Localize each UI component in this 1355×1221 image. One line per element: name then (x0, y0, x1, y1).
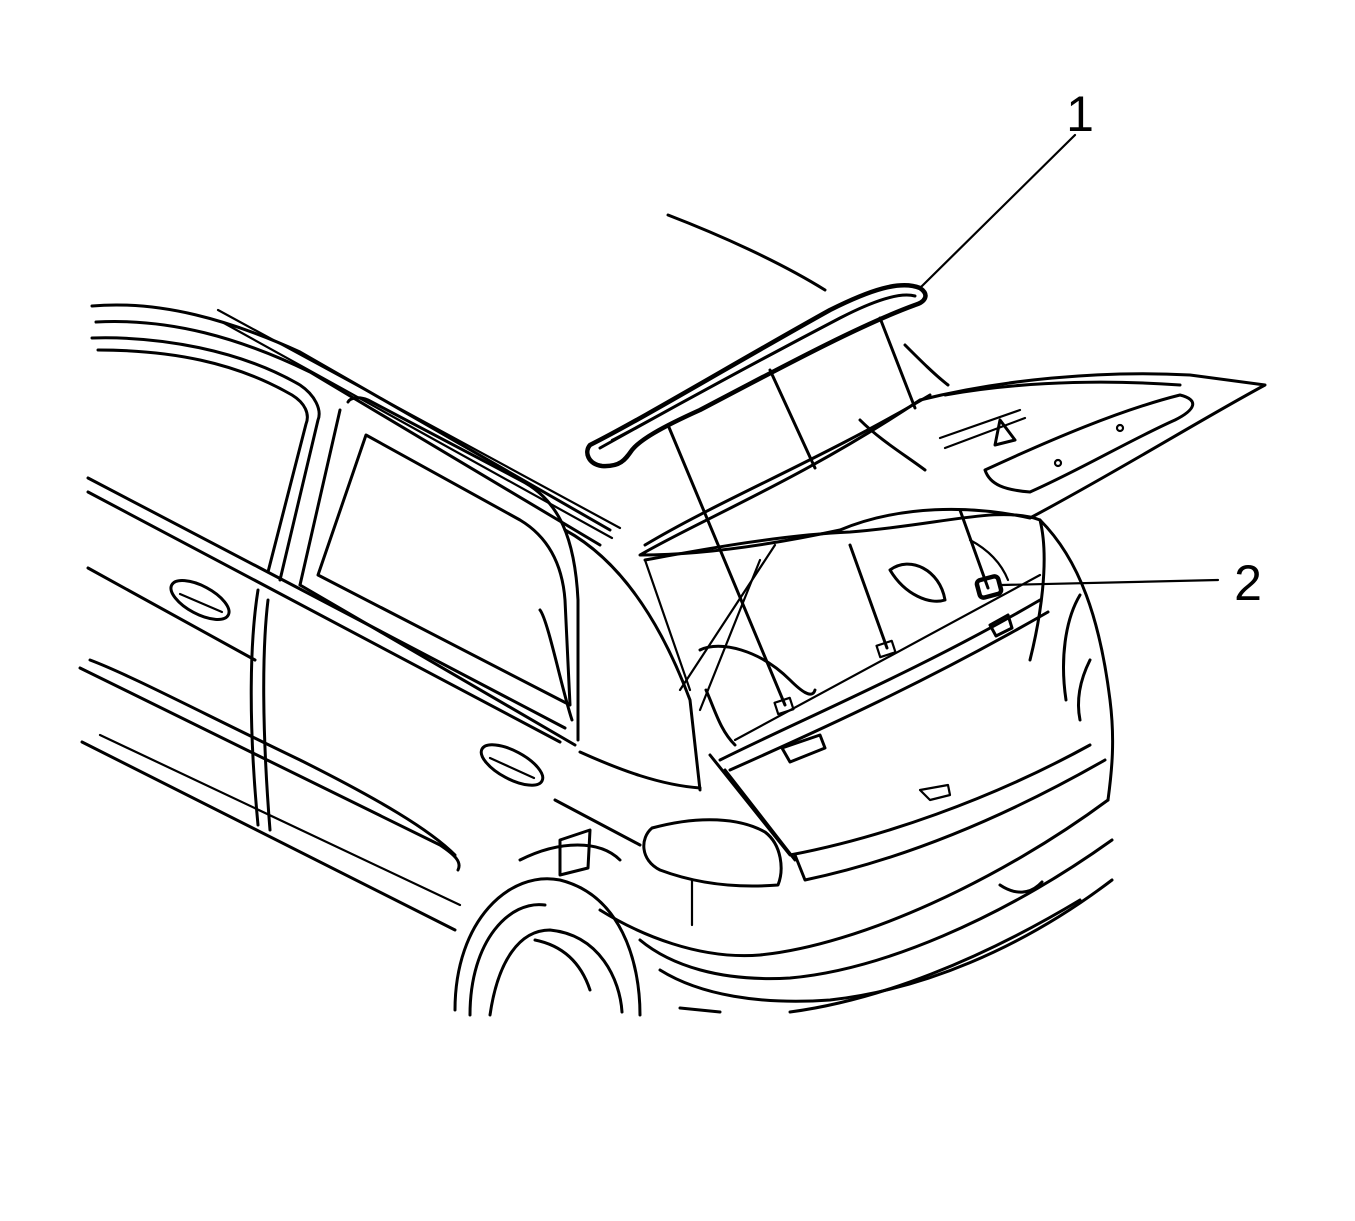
spoiler-clip (974, 574, 1004, 600)
rear-spoiler (585, 283, 990, 716)
leader-lines (666, 133, 1220, 587)
callout-2-label: 2 (1234, 555, 1262, 611)
car-body (78, 303, 1115, 1017)
liftgate-open (638, 343, 1267, 557)
callout-1-label: 1 (1066, 86, 1094, 142)
